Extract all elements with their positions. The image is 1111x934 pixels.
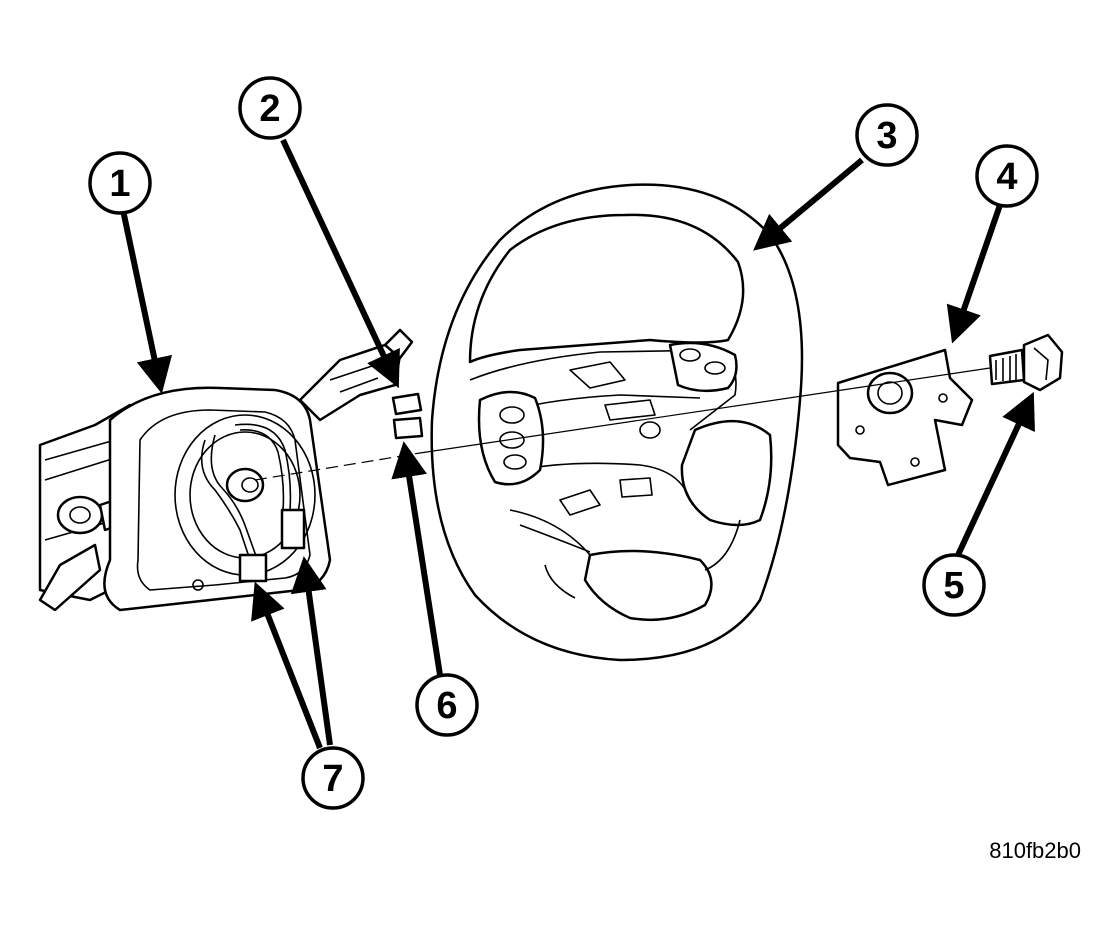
leader-5 bbox=[955, 391, 1035, 557]
leader-7b bbox=[290, 556, 333, 746]
steering-column-assembly bbox=[38, 328, 414, 612]
callout-2-label: 2 bbox=[259, 88, 280, 130]
callout-1: 1 bbox=[88, 151, 152, 215]
callout-1-label: 1 bbox=[109, 163, 130, 205]
leader-1 bbox=[120, 209, 173, 394]
bolt bbox=[988, 333, 1064, 392]
leader-3 bbox=[753, 157, 864, 251]
callout-6: 6 bbox=[415, 673, 479, 737]
leader-7a bbox=[251, 581, 323, 750]
leader-lines bbox=[120, 138, 1035, 750]
callout-4-label: 4 bbox=[996, 156, 1017, 198]
callout-5-label: 5 bbox=[943, 565, 964, 607]
assembly-axis bbox=[254, 367, 991, 481]
small-component-6 bbox=[392, 416, 424, 440]
leader-2 bbox=[280, 138, 400, 389]
figure-code: 810fb2b0 bbox=[989, 838, 1081, 863]
callout-7: 7 bbox=[301, 746, 365, 810]
callout-3: 3 bbox=[855, 103, 919, 167]
callout-6-label: 6 bbox=[436, 685, 457, 727]
callout-4: 4 bbox=[975, 144, 1039, 208]
steering-wheel bbox=[430, 183, 804, 662]
damper-bracket bbox=[836, 348, 974, 487]
callout-3-label: 3 bbox=[876, 115, 897, 157]
small-component-2 bbox=[391, 392, 423, 416]
leader-4 bbox=[946, 204, 1003, 344]
callout-7-label: 7 bbox=[322, 758, 343, 800]
callout-2: 2 bbox=[238, 76, 302, 140]
callout-5: 5 bbox=[922, 553, 986, 617]
leader-6 bbox=[391, 441, 443, 676]
